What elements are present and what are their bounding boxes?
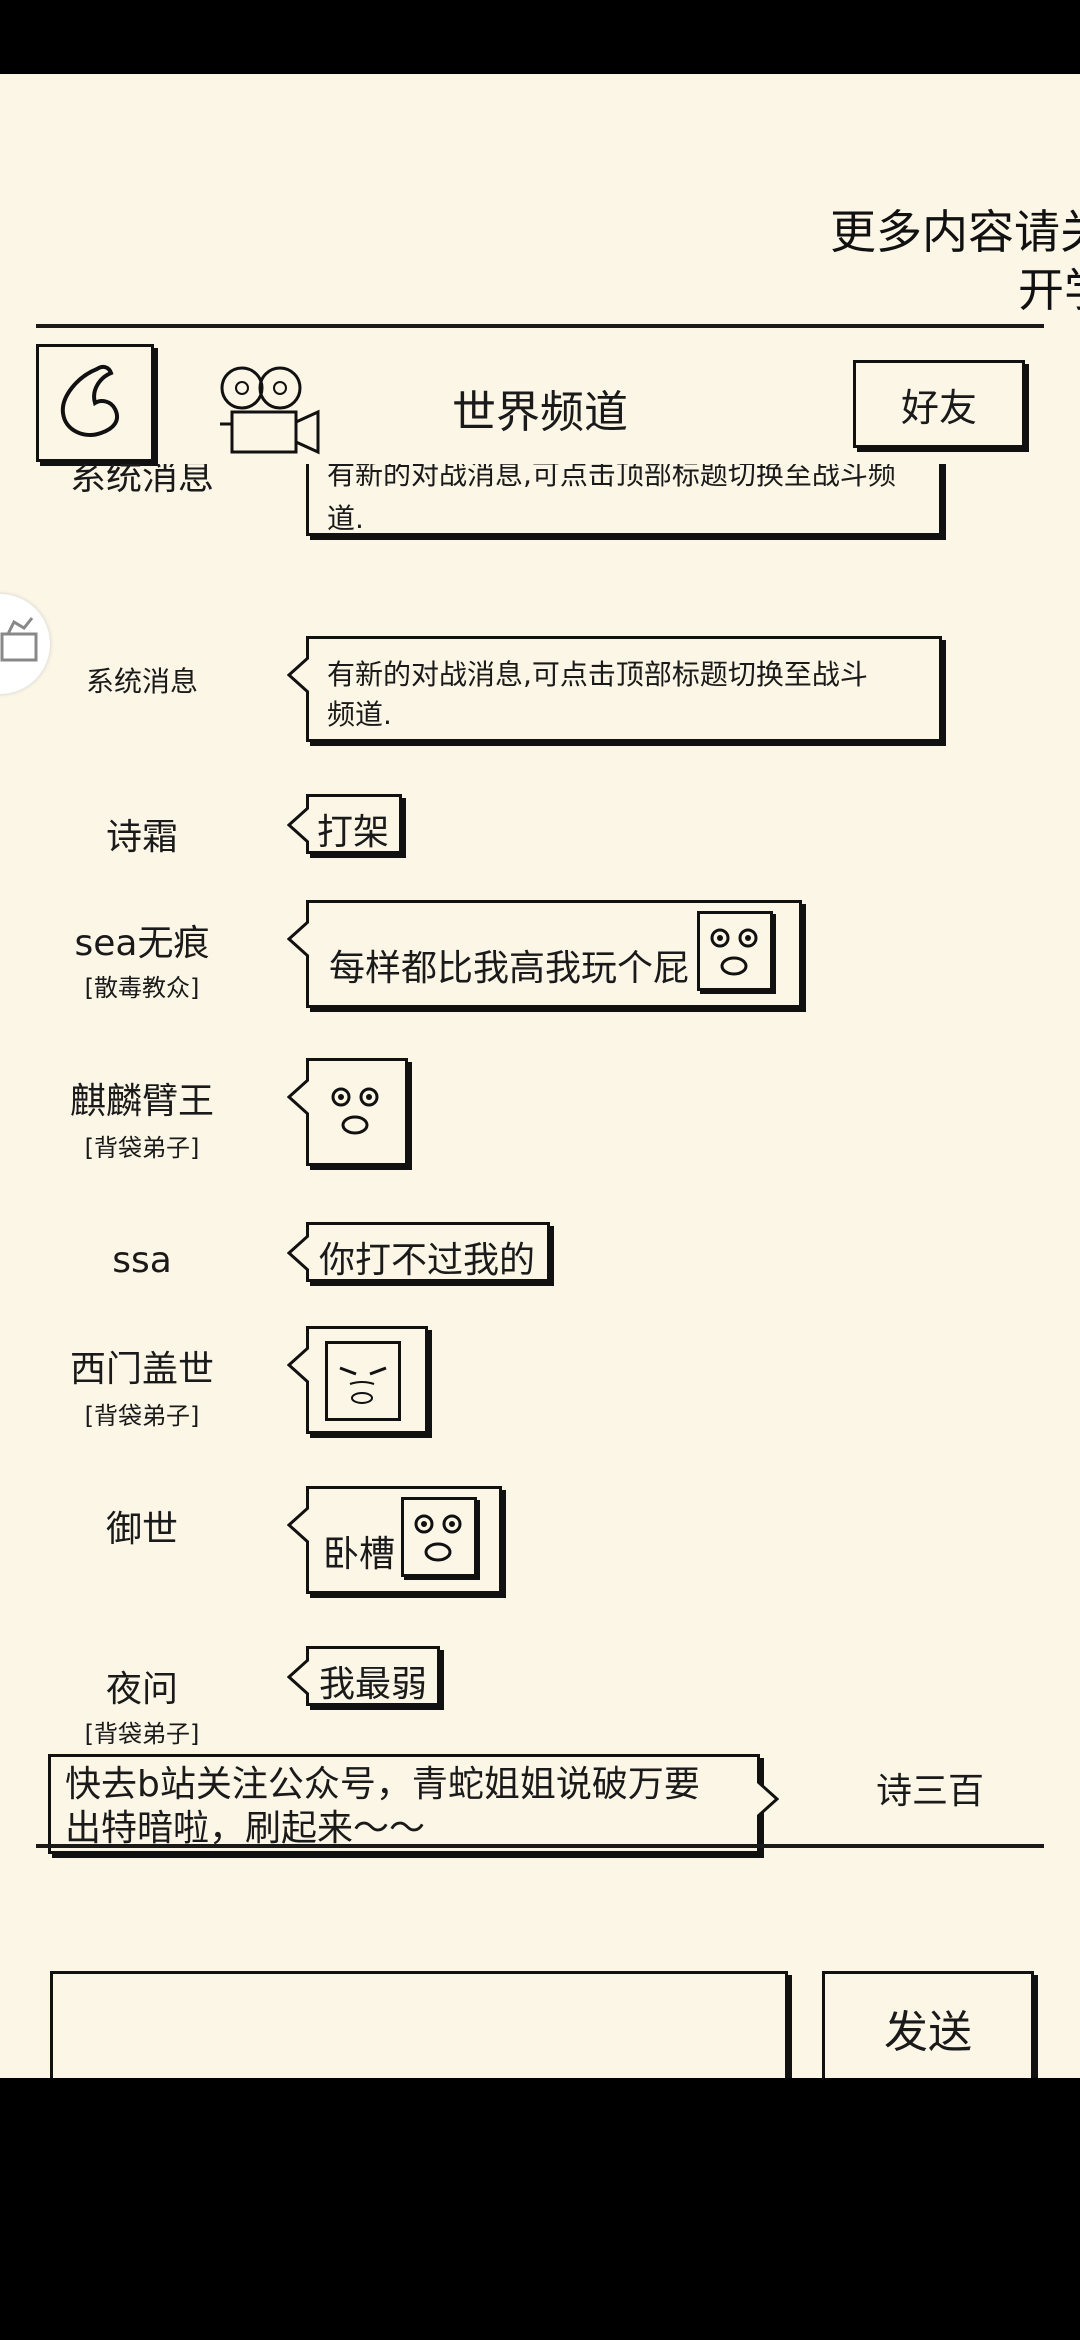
bubble-pointer — [287, 919, 309, 959]
sender-name[interactable]: ssa — [112, 1240, 172, 1281]
sender-name[interactable]: 系统消息 — [69, 464, 214, 498]
message-text: 每样都比我高我玩个屁 — [329, 948, 690, 989]
message-text: 打架 — [317, 812, 390, 853]
message-text-line2: 出特暗啦，刷起来～～ — [65, 1808, 426, 1849]
message-bubble — [287, 1326, 428, 1434]
sender-name[interactable]: 诗霜 — [105, 817, 178, 858]
surprised-face-icon — [697, 911, 774, 991]
bubble-pointer — [287, 1345, 309, 1385]
message-text: 你打不过我的 — [319, 1240, 536, 1281]
bubble-pointer — [287, 1505, 309, 1545]
message-text: 我最弱 — [319, 1664, 428, 1705]
message-bubble: 卧槽 — [287, 1486, 502, 1594]
message-bubble: 每样都比我高我玩个屁 — [287, 900, 802, 1008]
message-bubble: 有新的对战消息,可点击顶部标题切换至战斗 频道. — [287, 636, 942, 742]
sender-name[interactable]: 诗三百 — [875, 1771, 984, 1812]
sender-tag: [背袋弟子] — [84, 1720, 200, 1748]
own-message-bubble: 快去b站关注公众号，青蛇姐姐说破万要 出特暗啦，刷起来～～ — [48, 1754, 779, 1854]
message-text: 有新的对战消息,可点击顶部标题切换至战斗频道. — [327, 464, 896, 535]
send-button[interactable]: 发送 — [822, 1971, 1034, 2078]
sender-tag: [散毒教众] — [84, 974, 200, 1002]
back-icon — [60, 364, 120, 437]
sender-name[interactable]: 系统消息 — [85, 665, 198, 698]
bubble-pointer — [287, 1657, 309, 1697]
sender-tag: [背袋弟子] — [84, 1402, 200, 1430]
bubble-pointer — [287, 1233, 309, 1273]
message-bubble: 打架 — [287, 794, 402, 854]
message-input[interactable] — [50, 1971, 788, 2078]
floating-assist-icon[interactable] — [0, 594, 50, 694]
back-button[interactable] — [36, 344, 154, 462]
message-text-line2: 频道. — [327, 698, 392, 731]
message-bubble: 你打不过我的 — [287, 1222, 550, 1282]
sender-name[interactable]: 麒麟臂王 — [69, 1081, 214, 1122]
sender-name[interactable]: 西门盖世 — [69, 1349, 214, 1390]
message-text: 有新的对战消息,可点击顶部标题切换至战斗 — [327, 658, 868, 691]
message-text: 快去b站关注公众号，青蛇姐姐说破万要 — [65, 1764, 700, 1805]
banner-line-2: 开学 — [1018, 263, 1080, 317]
friends-button[interactable]: 好友 — [853, 360, 1025, 448]
bubble-pointer — [287, 805, 309, 845]
channel-camera-icon[interactable] — [214, 364, 326, 464]
message-bubble: 有新的对战消息,可点击顶部标题切换至战斗频道. — [306, 464, 942, 536]
chat-list[interactable]: 系统消息 有新的对战消息,可点击顶部标题切换至战斗频道. 系统消息 有新的对战消… — [0, 464, 1080, 1912]
input-divider — [36, 1844, 1044, 1848]
sender-name[interactable]: sea无痕 — [74, 923, 210, 964]
header-divider — [36, 324, 1044, 328]
bubble-pointer — [287, 1077, 309, 1117]
bubble-pointer — [287, 655, 309, 695]
squinting-face-icon — [325, 1341, 401, 1421]
app-screen: 更多内容请关 开学 世界频道 好友 系统消息 有新的对战消息,可点击顶部 — [0, 74, 1080, 2078]
bubble-pointer — [757, 1779, 779, 1819]
channel-title[interactable]: 世界频道 — [452, 387, 628, 438]
sender-name[interactable]: 夜问 — [105, 1669, 178, 1710]
message-text: 卧槽 — [323, 1534, 396, 1575]
message-bubble — [287, 1058, 408, 1166]
surprised-face-icon — [401, 1497, 478, 1577]
surprised-face-icon — [321, 1073, 391, 1147]
banner-line-1: 更多内容请关 — [830, 205, 1080, 259]
sender-name[interactable]: 御世 — [105, 1509, 178, 1550]
sender-tag: [背袋弟子] — [84, 1134, 200, 1162]
message-bubble: 我最弱 — [287, 1646, 440, 1706]
